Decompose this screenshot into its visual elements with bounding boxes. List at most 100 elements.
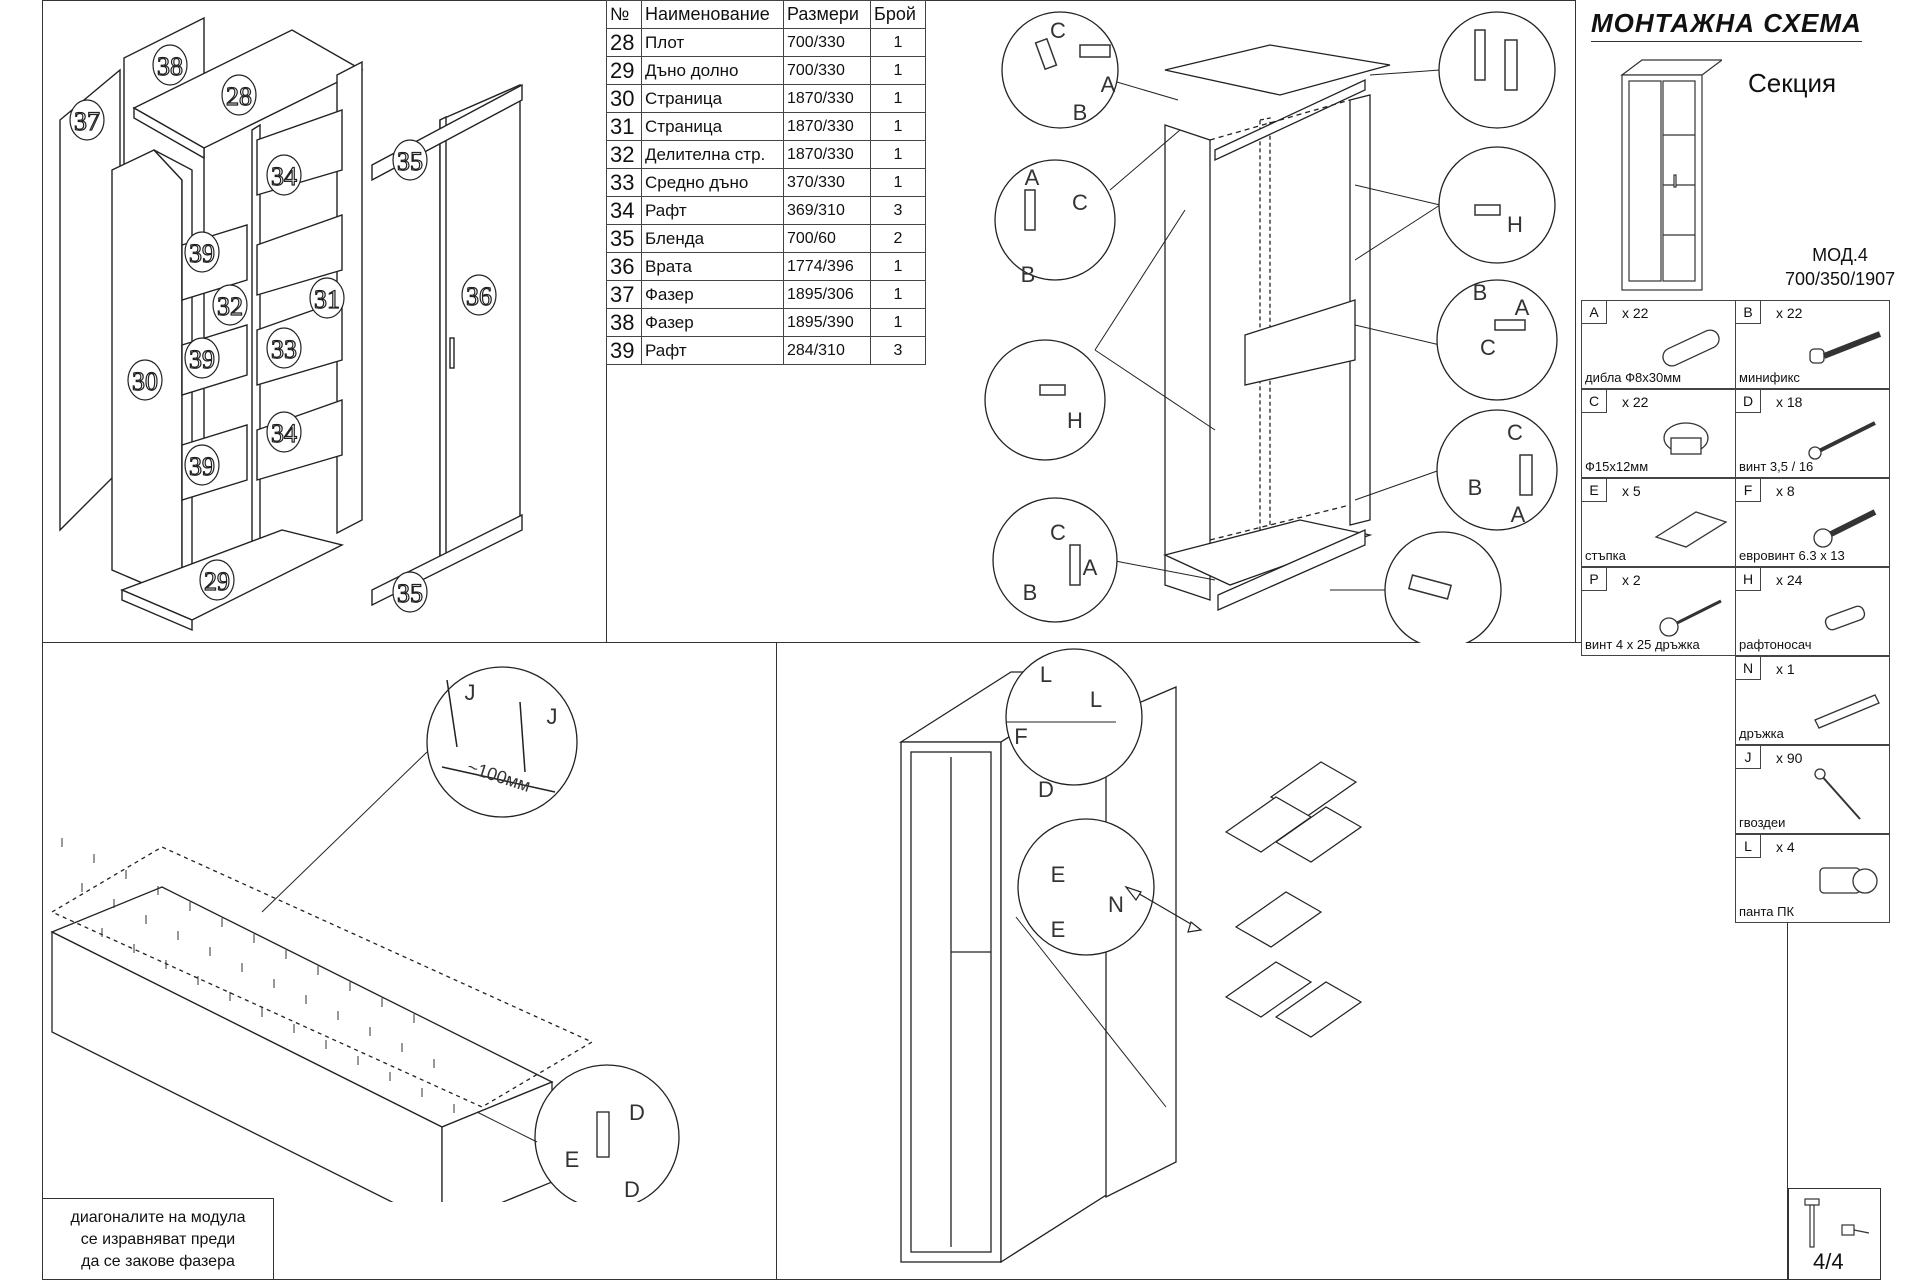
hardware-label: дръжка [1739, 726, 1784, 741]
part-count: 1 [870, 308, 926, 337]
part-name: Делителна стр. [641, 140, 784, 169]
part-number: 35 [606, 224, 642, 253]
detail-letter-c5: C [1507, 420, 1523, 445]
detail-letter-a5: A [1511, 502, 1526, 527]
detail-letter-b1: B [1073, 100, 1088, 125]
assembly-drawing: C A B A C B H C A B H B A C C B A [984, 11, 1558, 643]
part-number: 28 [606, 28, 642, 57]
detail-letter-n: N [1108, 892, 1124, 917]
part-size: 1870/330 [783, 84, 871, 113]
detail-letter-d2: D [624, 1177, 640, 1202]
col-header-no: № [606, 0, 642, 29]
part-name: Страница [641, 84, 784, 113]
label-35b: 35 [397, 579, 423, 608]
hardware-qty: x 1 [1776, 661, 1795, 677]
detail-letter-b3: B [1023, 580, 1038, 605]
shelf-pin-icon [1824, 605, 1866, 631]
part-count: 1 [870, 28, 926, 57]
hardware-label: гвоздеи [1739, 815, 1786, 830]
hammer-icon [1804, 1198, 1870, 1248]
hardware-qty: x 22 [1622, 394, 1649, 410]
nail-icon [1814, 768, 1861, 820]
part-size: 1895/390 [783, 308, 871, 337]
hardware-qty: x 5 [1622, 483, 1641, 499]
col-header-count: Брой [870, 0, 926, 29]
model-dimensions: 700/350/1907 [1785, 269, 1896, 289]
hardware-label: стъпка [1585, 548, 1626, 563]
dowel-icon [1662, 329, 1720, 367]
part-size: 700/330 [783, 28, 871, 57]
foot-pad-icon [1654, 511, 1728, 548]
part-count: 1 [870, 56, 926, 85]
part-name: Бленда [641, 224, 784, 253]
hardware-qty: x 8 [1776, 483, 1795, 499]
nail-letter-2: J [547, 704, 558, 729]
hardware-letter: D [1736, 390, 1761, 413]
page-number: 4/4 [1813, 1249, 1844, 1274]
part-count: 3 [870, 196, 926, 225]
detail-letter-h2: H [1507, 212, 1523, 237]
table-header-row: № Наименование Размери Брой [606, 0, 926, 29]
hardware-qty: x 4 [1776, 839, 1795, 855]
title-block: МОНТАЖНА СХЕМА Секция МОД.4 700/350/1907 [1575, 0, 1895, 300]
hardware-qty: x 90 [1776, 750, 1803, 766]
detail-letter-e1: E [565, 1147, 580, 1172]
hardware-label: рафтоносач [1739, 637, 1812, 652]
hardware-letter: A [1582, 301, 1607, 324]
part-count: 1 [870, 140, 926, 169]
document-subtitle: Секция [1748, 68, 1837, 98]
hardware-letter: H [1736, 568, 1761, 591]
part-number: 37 [606, 280, 642, 309]
part-number: 32 [606, 140, 642, 169]
part-number: 31 [606, 112, 642, 141]
back-panel-drawing: J J ~100мм E D D [50, 666, 680, 1202]
hardware-label: винт 3,5 / 16 [1739, 459, 1814, 474]
part-number: 34 [606, 196, 642, 225]
exploded-cabinet-drawing: 37 38 28 34 35 36 39 32 31 39 33 30 34 3… [59, 16, 523, 632]
part-name: Плот [641, 28, 784, 57]
detail-letter-b5: B [1468, 475, 1483, 500]
label-39b: 39 [189, 345, 215, 374]
part-number: 30 [606, 84, 642, 113]
detail-letter-c3: C [1050, 520, 1066, 545]
label-37: 37 [74, 107, 100, 136]
hardware-qty: x 24 [1776, 572, 1803, 588]
label-29: 29 [204, 567, 230, 596]
label-34b: 34 [271, 419, 297, 448]
note-box: диагоналите на модула се изравняват пред… [42, 1198, 274, 1280]
label-30: 30 [132, 367, 158, 396]
part-count: 2 [870, 224, 926, 253]
hardware-letter: N [1736, 657, 1761, 680]
part-number: 29 [606, 56, 642, 85]
detail-letter-b2: B [1021, 262, 1036, 287]
label-28: 28 [226, 82, 252, 111]
part-count: 1 [870, 168, 926, 197]
wood-screw-icon [1808, 421, 1876, 460]
detail-letter-d1: D [629, 1100, 645, 1125]
detail-letter-c1: C [1050, 18, 1066, 43]
note-line-1: диагоналите на модула [70, 1209, 246, 1226]
model-block: МОД.4 700/350/1907 [1785, 243, 1895, 291]
document-title: МОНТАЖНА СХЕМА [1591, 8, 1862, 42]
part-size: 1774/396 [783, 252, 871, 281]
part-name: Фазер [641, 308, 784, 337]
note-line-3: да се закове фазера [81, 1253, 235, 1270]
label-36: 36 [466, 282, 492, 311]
col-header-size: Размери [783, 0, 871, 29]
detail-letter-d3: D [1038, 777, 1054, 802]
detail-letter-f: F [1014, 724, 1027, 749]
part-name: Врата [641, 252, 784, 281]
hardware-letter: P [1582, 568, 1607, 591]
hardware-letter: C [1582, 390, 1607, 413]
